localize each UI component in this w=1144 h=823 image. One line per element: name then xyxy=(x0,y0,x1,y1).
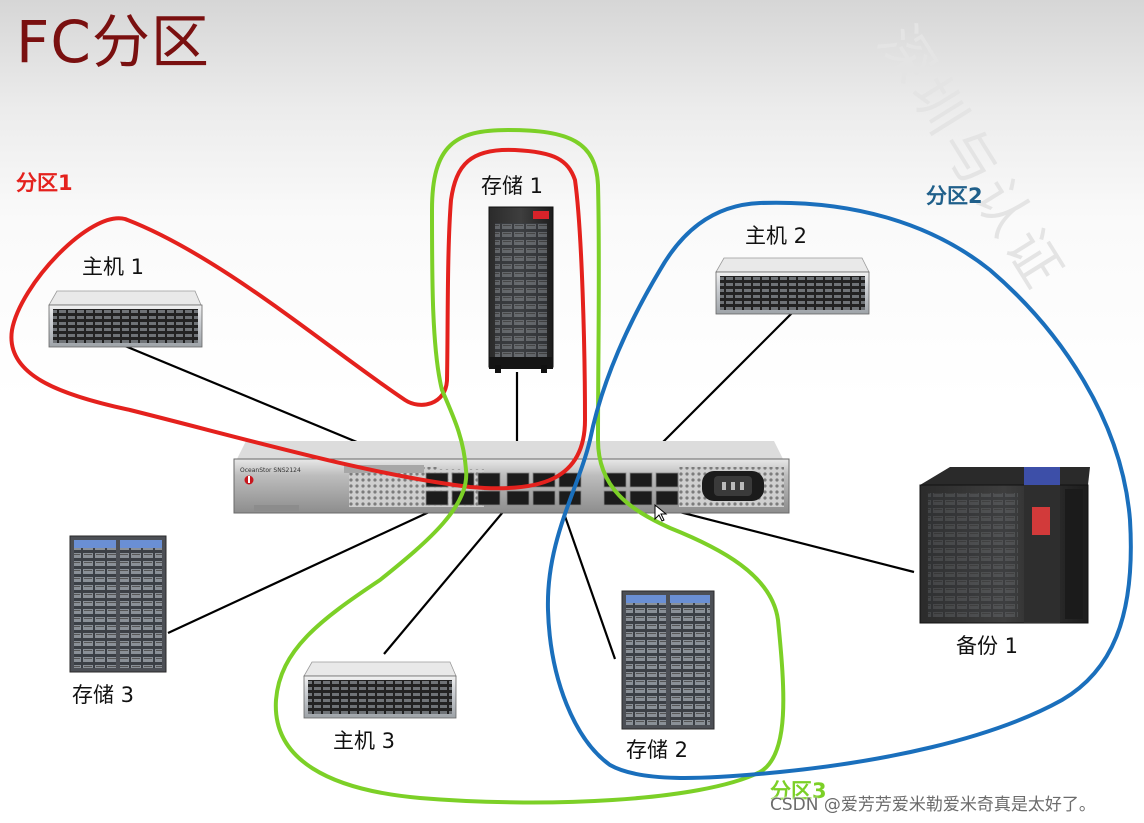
huawei-logo-icon xyxy=(244,475,254,485)
backup1-label: 备份 1 xyxy=(956,634,1019,658)
host3-label: 主机 3 xyxy=(333,729,396,753)
power-socket-icon xyxy=(702,471,764,501)
storage2-label: 存储 2 xyxy=(626,738,689,762)
link-storage2-switch xyxy=(558,501,617,660)
storage3-label: 存储 3 xyxy=(72,683,135,707)
link-backup1-switch xyxy=(655,504,915,574)
slide-title: FC分区 xyxy=(16,8,210,76)
host1-label: 主机 1 xyxy=(82,255,145,279)
host2-label: 主机 2 xyxy=(745,224,808,248)
zone2-label: 分区2 xyxy=(926,184,983,208)
zone1-outline xyxy=(9,147,587,491)
mouse-cursor-icon xyxy=(654,503,668,522)
zone1-label: 分区1 xyxy=(16,171,73,195)
csdn-watermark: CSDN @爱芳芳爱米勒爱米奇真是太好了。 xyxy=(770,795,1096,815)
host1-server xyxy=(48,290,203,348)
switch-ports-left xyxy=(425,472,501,506)
storage1-label: 存储 1 xyxy=(481,174,544,198)
zone2-outline xyxy=(545,200,1133,780)
storage2-rack xyxy=(621,590,715,730)
fc-switch: OceanStor SNS2124 xyxy=(233,441,790,514)
switch-brand-text: OceanStor SNS2124 xyxy=(240,467,301,474)
storage1-rack xyxy=(488,206,554,373)
zone3-outline xyxy=(273,128,786,805)
link-storage3-switch xyxy=(167,499,456,634)
zone3-label: 分区3 xyxy=(770,779,827,803)
host2-server xyxy=(715,257,870,315)
zone-outlines xyxy=(9,128,1133,805)
link-host3-switch xyxy=(383,505,509,655)
backup1-library xyxy=(919,467,1090,624)
storage3-rack xyxy=(69,535,167,673)
host3-server xyxy=(303,661,457,719)
